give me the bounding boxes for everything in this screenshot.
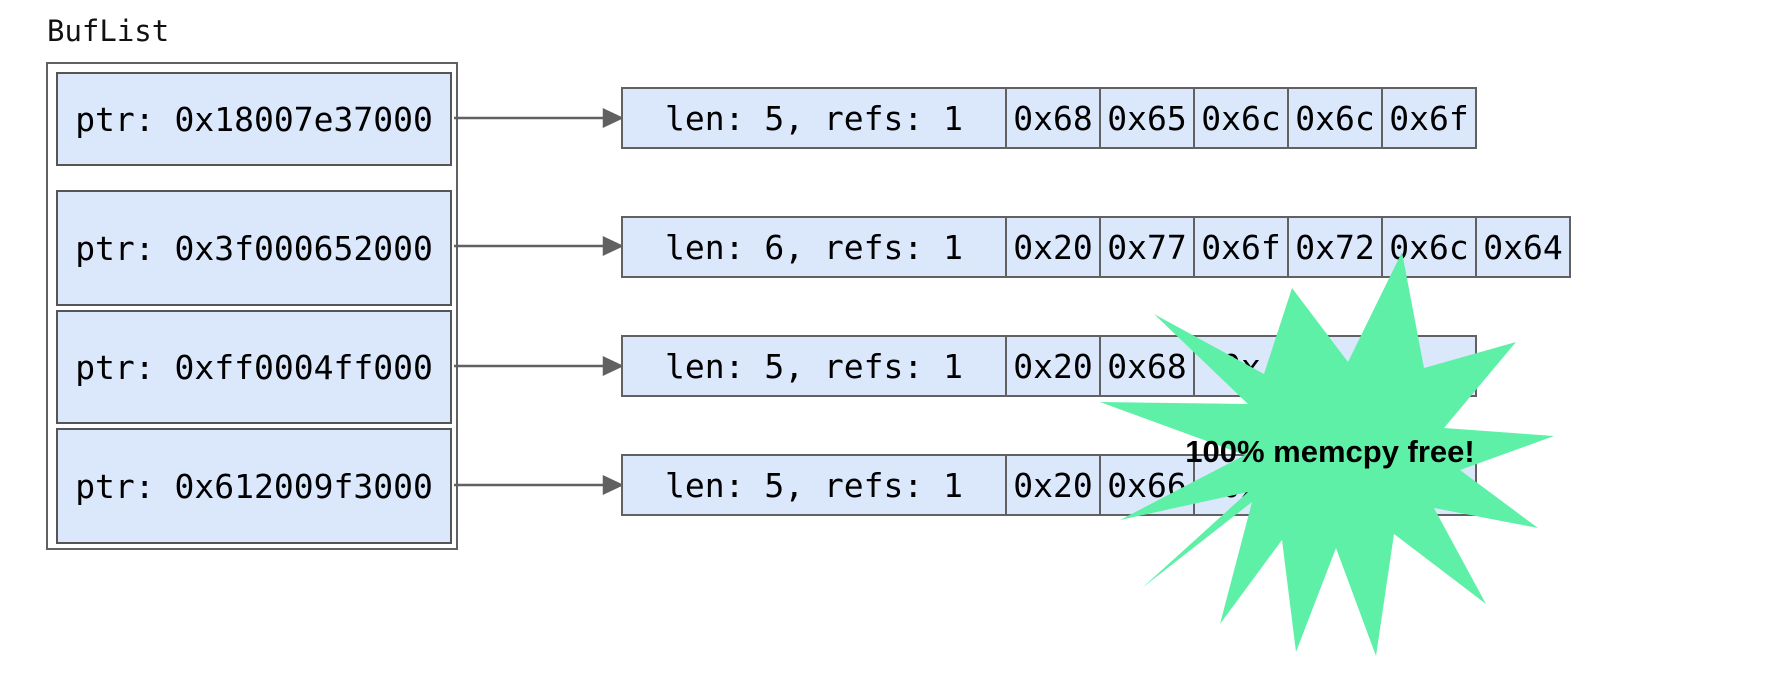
starburst-label: 100% memcpy free! <box>1185 434 1475 469</box>
byte-cell: 0x6c <box>1193 87 1289 149</box>
byte-cell: 0x6f <box>1381 87 1477 149</box>
pointer-entry: ptr: 0x18007e37000 <box>56 72 452 166</box>
arrow-head-icon <box>602 108 624 128</box>
byte-cell: 0x65 <box>1099 87 1195 149</box>
pointer-entry: ptr: 0x612009f3000 <box>56 428 452 544</box>
pointer-entry: ptr: 0xff0004ff000 <box>56 310 452 424</box>
byte-cell: 0x64 <box>1475 216 1571 278</box>
byte-cell: 0x <box>1287 335 1383 397</box>
buffer-header: len: 5, refs: 1 <box>621 335 1007 397</box>
byte-cell: 0x6c <box>1381 216 1477 278</box>
buffer-header: len: 5, refs: 1 <box>621 87 1007 149</box>
byte-cell: 0x6f <box>1193 216 1289 278</box>
byte-cell: 0x20 <box>1005 454 1101 516</box>
byte-cell: 0x <box>1193 335 1289 397</box>
byte-cell: 0x77 <box>1099 216 1195 278</box>
byte-cell <box>1381 335 1477 397</box>
arrow-head-icon <box>602 475 624 495</box>
buffer-row: len: 6, refs: 1 0x20 0x77 0x6f 0x72 0x6c… <box>621 216 1571 278</box>
arrow-head-icon <box>602 356 624 376</box>
byte-cell: 0x6c <box>1287 87 1383 149</box>
buffer-header: len: 6, refs: 1 <box>621 216 1007 278</box>
byte-cell: 0x68 <box>1005 87 1101 149</box>
byte-cell: 0x68 <box>1099 335 1195 397</box>
pointer-entry: ptr: 0x3f000652000 <box>56 190 452 306</box>
diagram-title: BufList <box>47 14 170 48</box>
buffer-header: len: 5, refs: 1 <box>621 454 1007 516</box>
arrow-head-icon <box>602 236 624 256</box>
buffer-row: len: 5, refs: 1 0x68 0x65 0x6c 0x6c 0x6f <box>621 87 1477 149</box>
byte-cell: 0x20 <box>1005 216 1101 278</box>
buflist-container: ptr: 0x18007e37000 ptr: 0x3f000652000 pt… <box>46 62 458 550</box>
buffer-row: len: 5, refs: 1 0x20 0x68 0x 0x <box>621 335 1477 397</box>
byte-cell: 0x72 <box>1287 216 1383 278</box>
byte-cell: 0x20 <box>1005 335 1101 397</box>
